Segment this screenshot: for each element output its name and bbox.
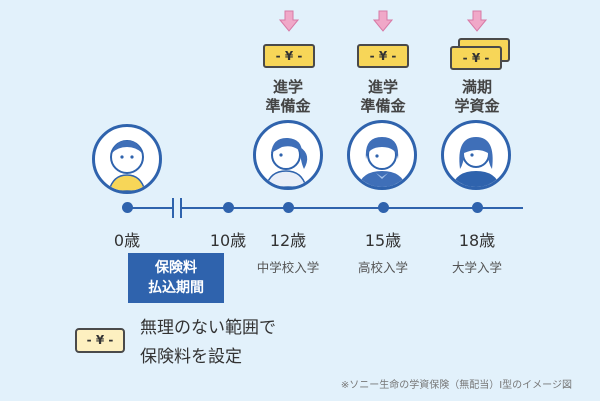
university-student-portrait	[441, 120, 511, 190]
payment-period-box: 保険料払込期間	[128, 253, 224, 303]
timeline-break	[172, 198, 182, 218]
stage-label-12: 進学準備金	[265, 78, 311, 115]
stage-label-15: 進学準備金	[360, 78, 406, 115]
arrow-down-icon	[373, 10, 393, 32]
high-school-girl-portrait	[347, 120, 417, 190]
timeline-dot-10	[223, 202, 234, 213]
baby-portrait	[92, 124, 162, 194]
age-label: 18歳	[458, 231, 496, 250]
event-label: 中学校入学	[256, 260, 320, 275]
timeline-dot-0	[122, 202, 133, 213]
timeline-line	[127, 207, 523, 209]
age-label: 10歳	[209, 231, 247, 250]
arrow-down-icon	[279, 10, 299, 32]
arrow-down-icon	[467, 10, 487, 32]
timeline-dot-12	[283, 202, 294, 213]
timeline-dot-15	[378, 202, 389, 213]
age-label: 0歳	[113, 231, 141, 250]
event-label: 高校入学	[357, 260, 408, 275]
legend-text: 無理のない範囲で保険料を設定	[140, 318, 276, 367]
yen-bill-icon: - ¥ -	[357, 44, 409, 68]
event-label: 大学入学	[451, 260, 502, 275]
middle-school-girl-portrait	[253, 120, 323, 190]
legend-yen-bill-icon: - ¥ -	[75, 328, 125, 353]
timeline-dot-18	[472, 202, 483, 213]
yen-bill-icon: - ¥ -	[450, 46, 502, 70]
stage-label-18: 満期学資金	[454, 78, 500, 115]
yen-bill-icon: - ¥ -	[263, 44, 315, 68]
age-label: 15歳	[364, 231, 402, 250]
footnote: ※ソニー生命の学資保険（無配当）Ⅰ型のイメージ図	[340, 380, 572, 391]
age-label: 12歳	[269, 231, 307, 250]
